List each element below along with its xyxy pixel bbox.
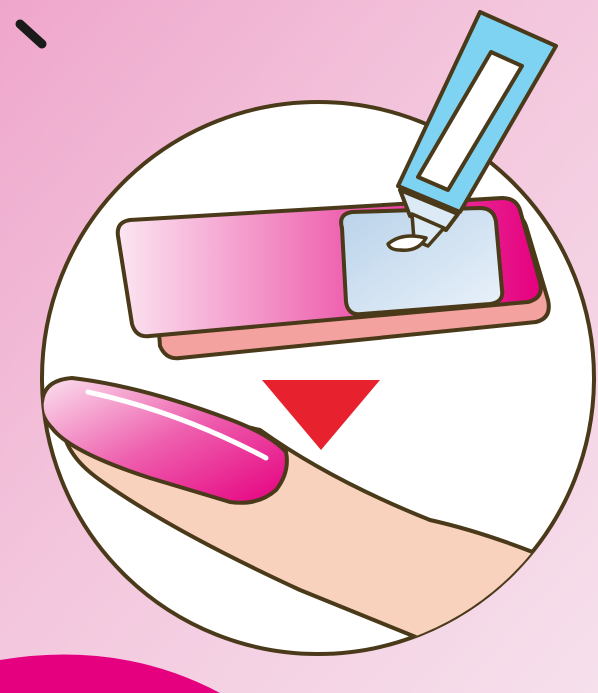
nail-tip-application-illustration <box>0 0 598 693</box>
illustration-canvas <box>0 0 598 693</box>
